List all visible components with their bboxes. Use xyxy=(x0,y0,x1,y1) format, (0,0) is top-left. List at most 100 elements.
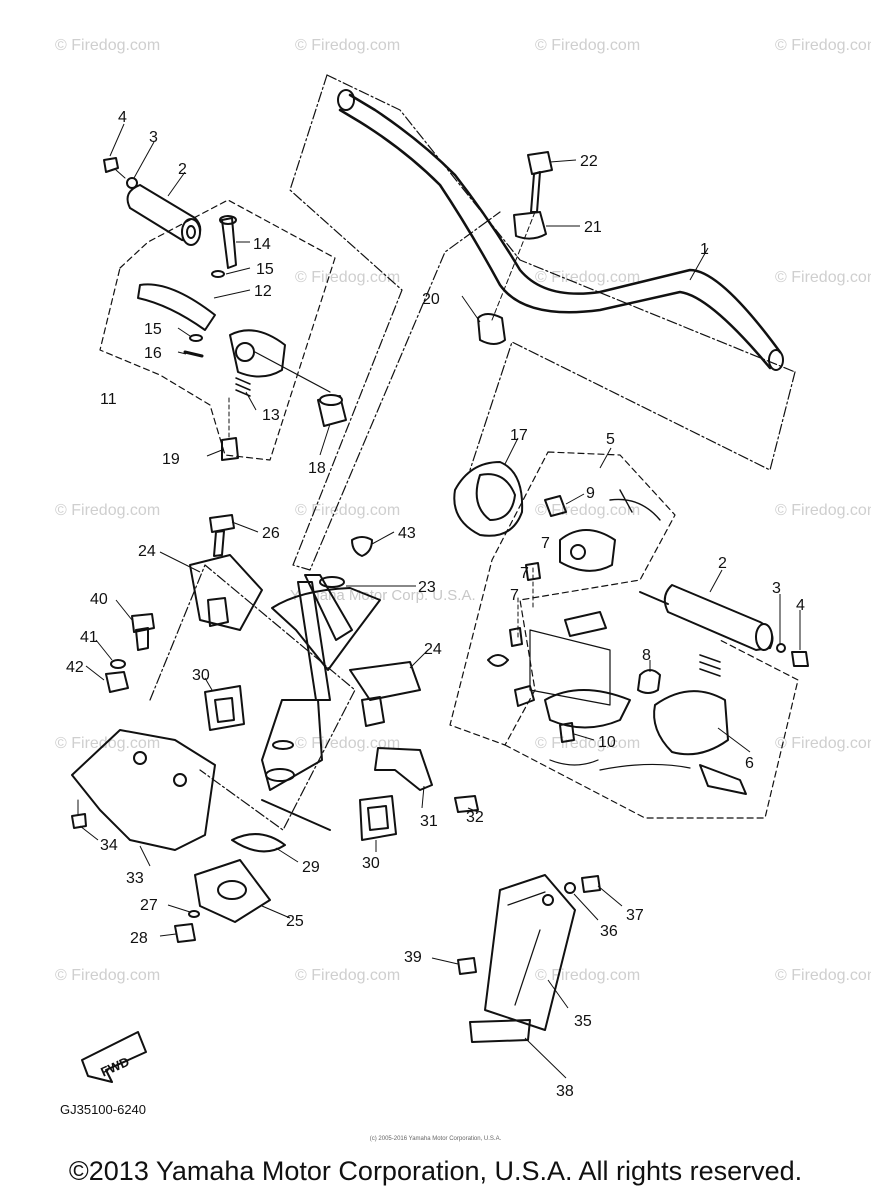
washer-41 xyxy=(110,659,126,669)
washer-15 xyxy=(211,270,225,278)
part-label: 14 xyxy=(253,236,271,253)
handlebar xyxy=(337,89,784,371)
part-label: 39 xyxy=(404,949,422,966)
cable xyxy=(599,763,691,771)
boot-17 xyxy=(453,461,524,537)
part-label: 28 xyxy=(130,930,148,947)
plate-38 xyxy=(469,1019,531,1043)
part-label: 7 xyxy=(520,565,529,582)
part-label: 31 xyxy=(420,813,438,830)
part-label: 26 xyxy=(262,525,280,542)
part-label: 5 xyxy=(606,431,615,448)
watermark: © Firedog.com xyxy=(55,735,160,752)
screw-4b xyxy=(791,651,809,667)
part-label: 43 xyxy=(398,525,416,542)
screw-19 xyxy=(221,437,239,461)
part-label: 35 xyxy=(574,1013,592,1030)
small-notice: (c) 2005-2016 Yamaha Motor Corporation, … xyxy=(369,1136,502,1142)
dashdot-outline xyxy=(289,74,501,571)
bracket-31 xyxy=(374,747,433,791)
screw-9 xyxy=(544,495,567,517)
part-label: 16 xyxy=(144,345,162,362)
dashdot-outline xyxy=(469,341,796,471)
seal-43 xyxy=(351,536,373,557)
part-label: 4 xyxy=(118,109,127,126)
part-label: 24 xyxy=(138,543,156,560)
part-label: 8 xyxy=(642,647,651,664)
bolt-32 xyxy=(454,795,479,813)
part-label: 12 xyxy=(254,283,272,300)
washer-3 xyxy=(126,177,138,189)
switch-part xyxy=(514,685,535,707)
watermark: © Firedog.com xyxy=(775,967,871,984)
damper-30b xyxy=(359,795,397,841)
screw-7 xyxy=(525,562,541,581)
switch-housing xyxy=(229,329,286,378)
cable-end xyxy=(699,764,747,795)
part-label: 11 xyxy=(100,391,117,408)
bolt-14 xyxy=(221,217,237,269)
part-label: 9 xyxy=(586,485,595,502)
watermark: © Firedog.com xyxy=(295,37,400,54)
gasket-25 xyxy=(194,859,271,923)
switch-part xyxy=(564,611,607,637)
part-label: 17 xyxy=(510,427,528,444)
lever-12 xyxy=(137,283,216,331)
holder-24-right xyxy=(349,661,421,701)
part-label: 3 xyxy=(149,129,158,146)
housing-hole xyxy=(235,342,255,362)
watermark: © Firedog.com xyxy=(535,967,640,984)
part-label: 29 xyxy=(302,859,320,876)
lug-terminal xyxy=(487,654,509,667)
part-label: 42 xyxy=(66,659,84,676)
clamp-lower-20 xyxy=(477,313,506,345)
part-label: 33 xyxy=(126,870,144,887)
right-grip xyxy=(639,584,774,651)
cap-8 xyxy=(637,669,661,694)
part-label: 22 xyxy=(580,153,598,170)
watermark: © Firedog.com xyxy=(55,37,160,54)
callout-labels: 1 2 2 3 3 4 4 5 6 7 7 7 8 9 10 11 12 13 … xyxy=(60,109,805,1117)
leader-line xyxy=(254,351,331,393)
part-label: 13 xyxy=(262,407,280,424)
washer-23 xyxy=(319,576,345,588)
line-drawing xyxy=(71,74,809,1083)
fwd-label: FWD xyxy=(98,1054,131,1080)
wiring-block xyxy=(529,629,611,706)
nut-39 xyxy=(457,957,477,975)
copyright-caption: ©2013 Yamaha Motor Corporation, U.S.A. A… xyxy=(68,1156,803,1186)
leader-lines xyxy=(79,123,801,1079)
switch-housing-right xyxy=(559,529,616,572)
bolt-40 xyxy=(131,613,155,633)
screw-10 xyxy=(559,722,575,743)
leader-line xyxy=(491,211,536,321)
part-label: 15 xyxy=(256,261,274,278)
part-label: 4 xyxy=(796,597,805,614)
washer-15b xyxy=(189,334,203,342)
fwd-arrow xyxy=(81,1031,147,1083)
part-label: 7 xyxy=(510,587,519,604)
bolt-shank-26 xyxy=(213,530,225,557)
watermark: © Firedog.com xyxy=(295,502,400,519)
part-label: 1 xyxy=(700,241,709,258)
nut-37 xyxy=(581,875,601,893)
watermark: © Firedog.com xyxy=(775,735,871,752)
lever-6 xyxy=(653,690,729,756)
center-watermark: Yamaha Motor Corp. U.S.A. xyxy=(290,587,476,604)
part-label: 18 xyxy=(308,460,326,477)
bracket-35 xyxy=(484,874,576,1031)
part-label: 2 xyxy=(718,555,727,572)
nut-42 xyxy=(105,671,129,693)
washer-36 xyxy=(564,882,576,894)
part-label: 30 xyxy=(192,667,210,684)
bolt-head-22 xyxy=(527,151,553,175)
part-label: 6 xyxy=(745,755,754,772)
spring-13 xyxy=(235,377,251,397)
left-grip xyxy=(126,184,202,246)
part-label: 23 xyxy=(418,579,436,596)
part-label: 2 xyxy=(178,161,187,178)
bolt-head-26 xyxy=(209,514,235,533)
dashdot-outline xyxy=(149,564,356,831)
watermark-layer: © Firedog.com © Firedog.com © Firedog.co… xyxy=(55,37,871,984)
